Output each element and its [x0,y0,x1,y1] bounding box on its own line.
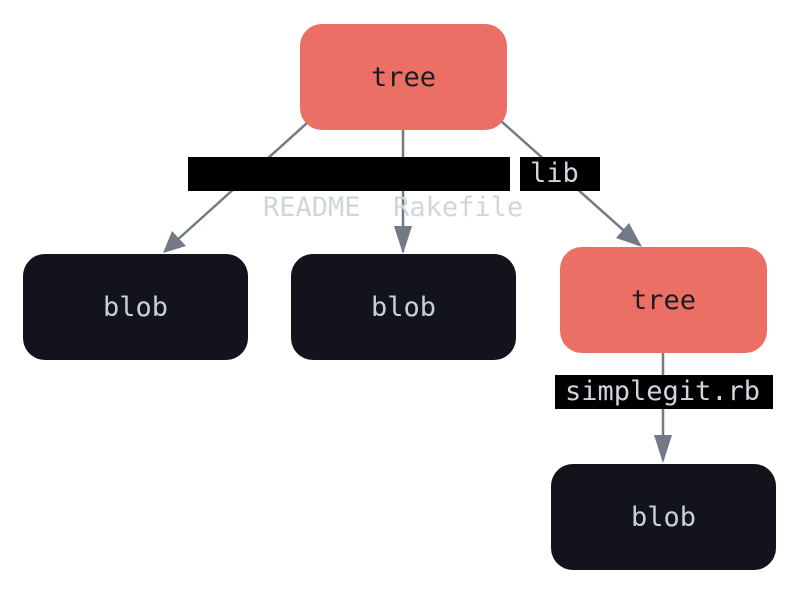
readme-blob-label: blob [102,291,169,323]
rakefile-blob-label: blob [370,291,437,323]
lib-tree-node[interactable]: tree [560,247,767,353]
rakefile-blob-node[interactable]: blob [291,254,516,360]
edge-label-spacer [361,192,394,223]
edge-label-lib: lib [520,157,600,191]
edge-simplegit-arrowhead [654,435,672,463]
edge-readme-arrowhead [163,231,186,253]
edge-label-readme-rakefile: README Rakefile [188,157,523,223]
edge-label-rakefile: Rakefile [393,192,524,223]
edge-lib-arrowhead [616,223,642,247]
edge-label-readme: README [263,192,361,223]
simplegit-blob-label: blob [630,501,697,533]
root-tree-label: tree [370,61,437,93]
simplegit-blob-node[interactable]: blob [551,464,776,570]
readme-blob-node[interactable]: blob [23,254,248,360]
edge-rakefile-arrowhead [394,226,412,254]
edge-label-simplegit: simplegit.rb [555,375,773,409]
lib-tree-label: tree [630,284,697,316]
root-tree-node[interactable]: tree [300,24,507,130]
